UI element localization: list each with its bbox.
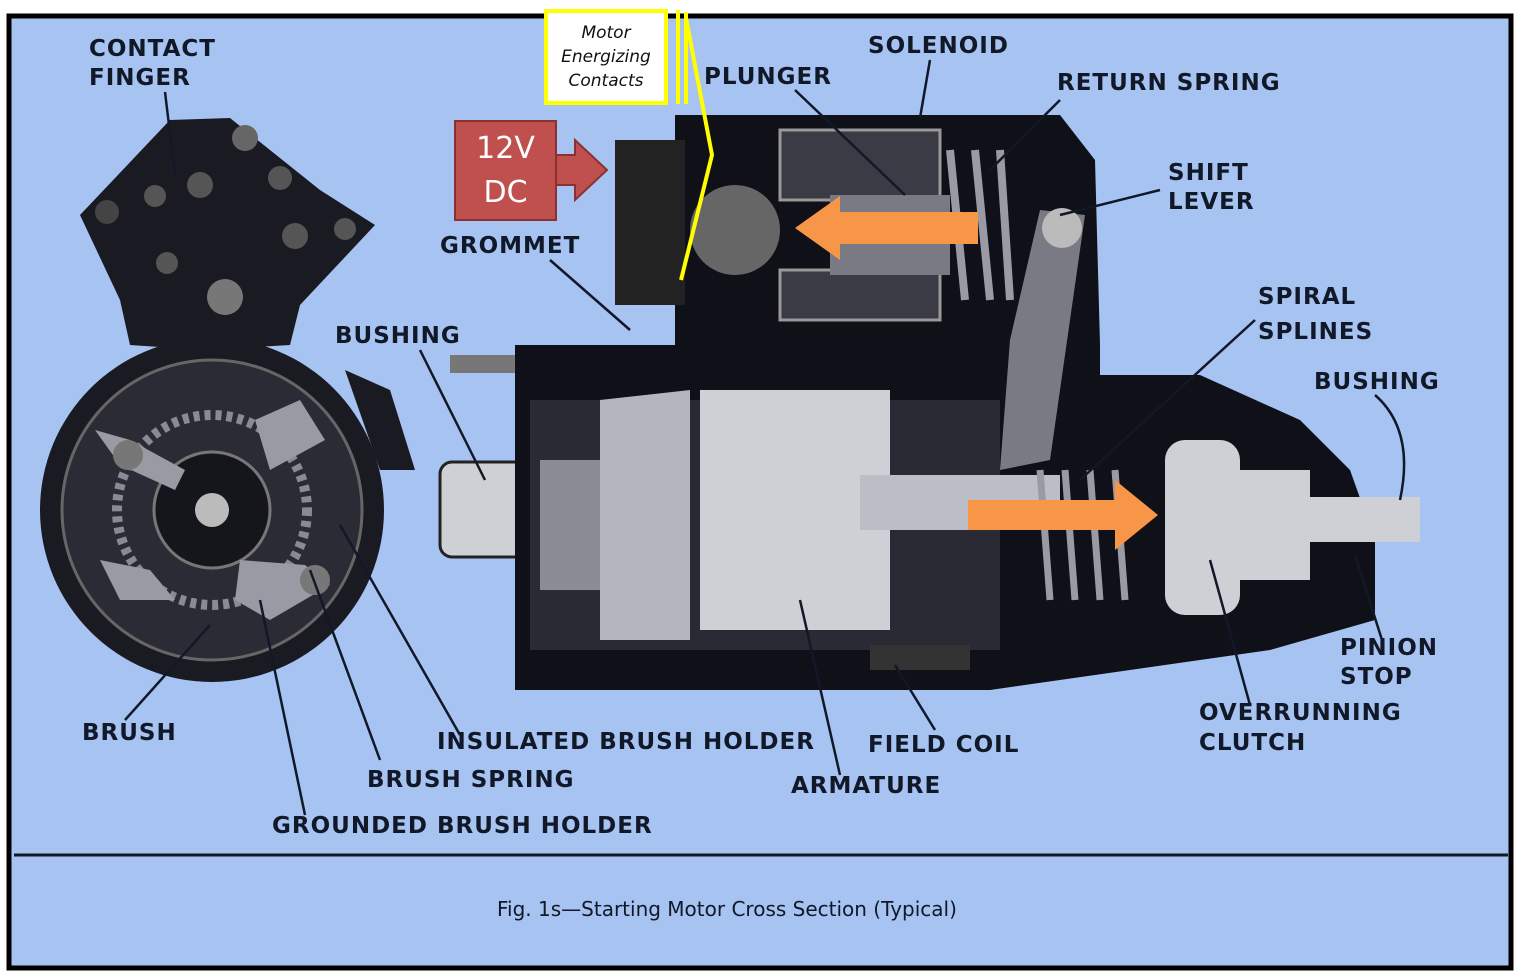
end-view: [40, 118, 415, 682]
overrunning-clutch-body: [1165, 440, 1240, 615]
label-pinion-stop-2: STOP: [1340, 664, 1413, 690]
motor-energizing-contacts-callout: Motor Energizing Contacts: [544, 9, 668, 105]
clutch-spring: [1036, 469, 1129, 601]
label-spiral-splines-2: SPLINES: [1258, 319, 1374, 345]
leader-overrunning-clutch: [1208, 559, 1252, 706]
leader-return-spring: [989, 99, 1061, 171]
leader-brush: [124, 624, 211, 721]
label-insulated-brush-holder: INSULATED BRUSH HOLDER: [437, 729, 815, 755]
leader-shift-lever: [1059, 188, 1161, 217]
leader-contact-finger: [163, 91, 177, 176]
solenoid-coil: [778, 268, 942, 322]
leader-pinion-stop: [1353, 554, 1384, 641]
terminal-head: [80, 118, 375, 350]
terminal-stud: [268, 166, 292, 190]
drive-shaft: [1300, 497, 1420, 542]
terminal-stud: [144, 185, 166, 207]
label-armature: ARMATURE: [791, 773, 942, 799]
label-overrunning-clutch-2: CLUTCH: [1199, 730, 1307, 756]
terminal-stud: [95, 200, 119, 224]
leader-lines: [124, 59, 1406, 816]
label-overrunning-clutch-1: OVERRUNNING: [1199, 700, 1402, 726]
shift-lever-pivot: [1042, 208, 1082, 248]
label-shift-lever-2: LEVER: [1168, 189, 1255, 215]
leader-brush-spring: [308, 569, 382, 761]
label-pinion-stop-1: PINION: [1340, 635, 1439, 661]
label-grommet: GROMMET: [440, 233, 581, 259]
voltage-line-1: 12V: [476, 130, 535, 166]
terminal-stud: [156, 252, 178, 274]
contact-disc: [690, 185, 780, 275]
pinion-engage-arrow: [968, 480, 1158, 550]
label-shift-lever-1: SHIFT: [1168, 160, 1249, 186]
terminal-stud: [232, 125, 258, 151]
label-brush: BRUSH: [82, 720, 177, 746]
voltage-arrow: [555, 137, 609, 203]
commutator-ring: [112, 410, 312, 610]
label-field-coil: FIELD COIL: [868, 732, 1020, 758]
leader-field-coil: [893, 664, 937, 731]
label-contact-finger-2: FINGER: [89, 65, 191, 91]
label-solenoid: SOLENOID: [868, 33, 1009, 59]
pinion: [1240, 470, 1310, 580]
label-grounded-brush-holder: GROUNDED BRUSH HOLDER: [272, 813, 653, 839]
plunger-pull-arrow: [795, 196, 978, 260]
label-bushing-left: BUSHING: [335, 323, 461, 349]
shift-lever: [1000, 210, 1085, 470]
terminal-stud: [207, 279, 243, 315]
through-bolt: [450, 355, 520, 373]
mounting-ear: [345, 370, 415, 470]
contacts-pointer-line: [679, 17, 715, 281]
leader-grommet: [549, 259, 631, 331]
leader-grounded-brush-holder: [258, 599, 307, 816]
armature-highlight: [700, 390, 890, 630]
solenoid-coil: [778, 128, 942, 202]
label-return-spring: RETURN SPRING: [1057, 70, 1281, 96]
callout-line-1: Motor: [581, 23, 631, 43]
brush-arm: [100, 560, 175, 600]
label-contact-finger-1: CONTACT: [89, 36, 216, 62]
field-coil-shoe: [870, 645, 970, 670]
contact-studs: [615, 140, 685, 305]
callout-line-3: Contacts: [568, 71, 644, 91]
end-shaft: [195, 493, 229, 527]
leader-bushing-left: [418, 349, 487, 481]
voltage-callout: 12V DC: [454, 120, 557, 221]
brush-arm-pivot: [113, 440, 143, 470]
armature-windings: [600, 390, 690, 640]
label-plunger: PLUNGER: [704, 64, 832, 90]
label-bushing-right: BUSHING: [1314, 369, 1440, 395]
terminal-stud: [187, 172, 213, 198]
leader-spiral-splines: [1079, 319, 1256, 481]
figure-caption: Fig. 1s—Starting Motor Cross Section (Ty…: [497, 897, 957, 921]
leader-solenoid: [918, 59, 932, 119]
leader-bushing-right: [1374, 394, 1406, 501]
terminal-stud: [334, 218, 356, 240]
leader-insulated-brush-holder: [338, 524, 462, 736]
voltage-line-2: DC: [483, 174, 528, 210]
leader-plunger: [794, 89, 906, 196]
label-brush-spring: BRUSH SPRING: [367, 767, 575, 793]
leader-armature: [798, 599, 842, 776]
terminal-stud: [282, 223, 308, 249]
brush-arm: [255, 400, 325, 470]
label-spiral-splines-1: SPIRAL: [1258, 284, 1357, 310]
callout-line-2: Energizing: [561, 47, 651, 67]
